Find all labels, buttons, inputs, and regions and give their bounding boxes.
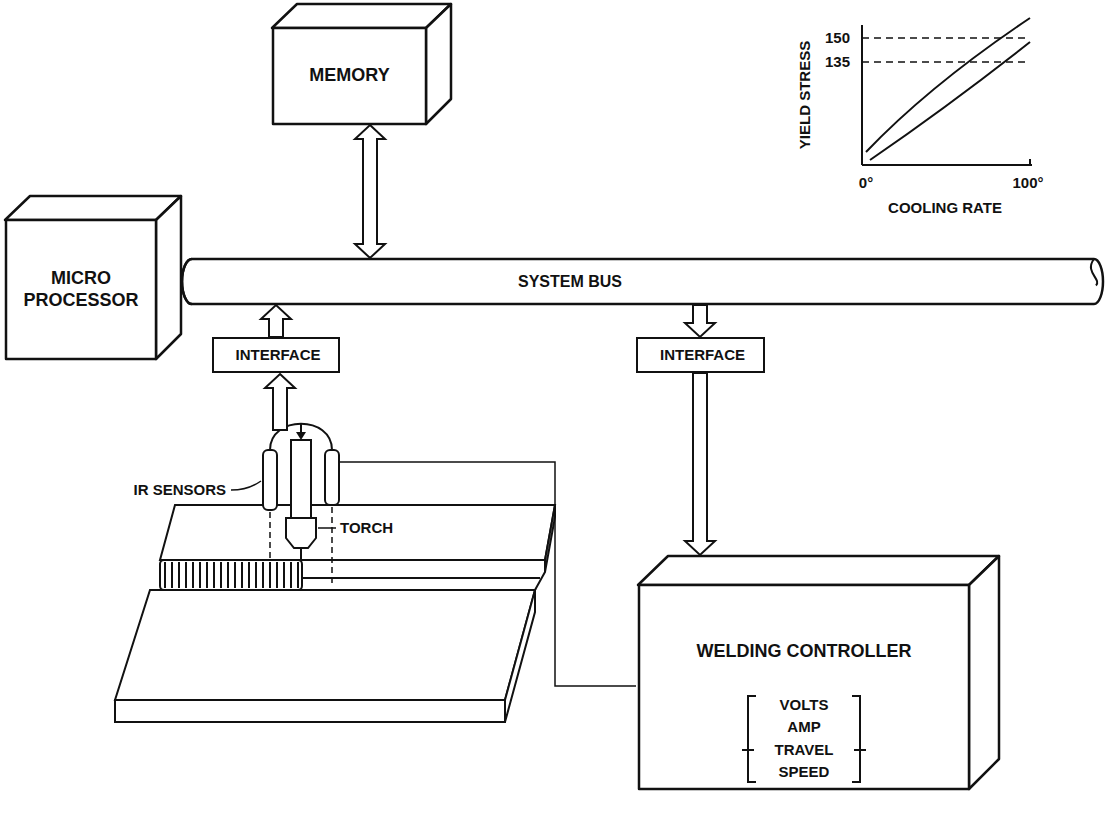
axis-tick xyxy=(1029,159,1031,165)
bus-break xyxy=(1091,259,1097,286)
interface-box: INTERFACE xyxy=(212,337,340,373)
bracket xyxy=(748,696,756,782)
back-plate xyxy=(160,505,555,560)
sensor-signal-arrow xyxy=(265,374,295,430)
block-label: MEMORY xyxy=(309,65,389,87)
bracket-tick xyxy=(742,749,754,751)
block-front xyxy=(273,28,426,124)
plate-edge xyxy=(505,590,535,722)
block-front xyxy=(639,585,969,789)
sensor-beam xyxy=(269,512,271,575)
yield-curve xyxy=(870,42,1030,160)
sensor-beam xyxy=(331,507,333,585)
block-label: SYSTEM BUS xyxy=(518,272,622,291)
block-side xyxy=(156,196,181,359)
axis-value: 0° xyxy=(857,174,875,192)
plate-edge xyxy=(115,700,505,722)
block-label: INTERFACE xyxy=(235,346,320,364)
memory-block: MEMORY xyxy=(272,3,452,125)
parameter-label: AMP xyxy=(787,718,820,736)
bus-body xyxy=(182,259,1103,304)
weld-groove xyxy=(300,560,545,590)
leader-line xyxy=(231,481,261,490)
yield-curve xyxy=(866,18,1030,152)
block-side xyxy=(969,556,999,789)
bus-arrow xyxy=(261,305,291,337)
axis-value: 135 xyxy=(823,53,852,71)
block-top xyxy=(638,556,999,585)
parameter-label: TRAVEL xyxy=(775,741,834,759)
bus-arrow xyxy=(355,125,385,258)
bracket xyxy=(852,696,860,782)
plate-edge xyxy=(545,505,555,572)
axis-title: COOLING RATE xyxy=(886,199,1004,217)
bus-arrow xyxy=(685,373,715,555)
block-label: WELDING CONTROLLER xyxy=(697,641,912,663)
torch-tip xyxy=(300,548,302,560)
bus-end xyxy=(182,259,192,304)
control-wire xyxy=(339,462,636,686)
processor-block: MICRO PROCESSOR xyxy=(5,195,182,360)
block-outline xyxy=(272,3,452,125)
block-top xyxy=(5,196,181,220)
block-label: INTERFACE xyxy=(660,346,745,364)
torch-body xyxy=(291,440,311,518)
groove-root xyxy=(300,577,540,579)
leader-line xyxy=(318,527,336,529)
bus-outline xyxy=(180,258,1106,305)
ir-sensor xyxy=(263,450,277,510)
parameter-label: SPEED xyxy=(779,763,830,781)
feed-arrow-head xyxy=(296,432,306,440)
part-label: TORCH xyxy=(338,519,395,537)
guide-line xyxy=(862,37,1030,39)
front-plate xyxy=(115,590,535,700)
weld-bead xyxy=(160,560,302,590)
axis-title: YIELD STRESS xyxy=(796,39,814,151)
ir-sensor xyxy=(325,450,339,505)
system-bus: SYSTEM BUS xyxy=(180,258,1106,305)
weld-ripples xyxy=(164,562,300,588)
parameter-label: VOLTS xyxy=(780,696,829,714)
axis-value: 150 xyxy=(823,29,852,47)
x-axis xyxy=(862,164,1032,166)
block-top xyxy=(272,4,451,28)
torch-nozzle xyxy=(286,518,316,548)
block-front xyxy=(6,220,156,359)
block-label: MICRO PROCESSOR xyxy=(21,268,141,311)
part-label: IR SENSORS xyxy=(131,481,228,499)
bus-arrow xyxy=(685,305,715,337)
block-side xyxy=(426,4,451,124)
controller-block: WELDING CONTROLLER VOLTS AMP TRAVEL SPEED xyxy=(638,555,1000,790)
interface-box: INTERFACE xyxy=(636,337,765,373)
axis-value: 100° xyxy=(1010,174,1045,192)
bracket-tick xyxy=(854,749,866,751)
y-axis xyxy=(861,25,863,165)
